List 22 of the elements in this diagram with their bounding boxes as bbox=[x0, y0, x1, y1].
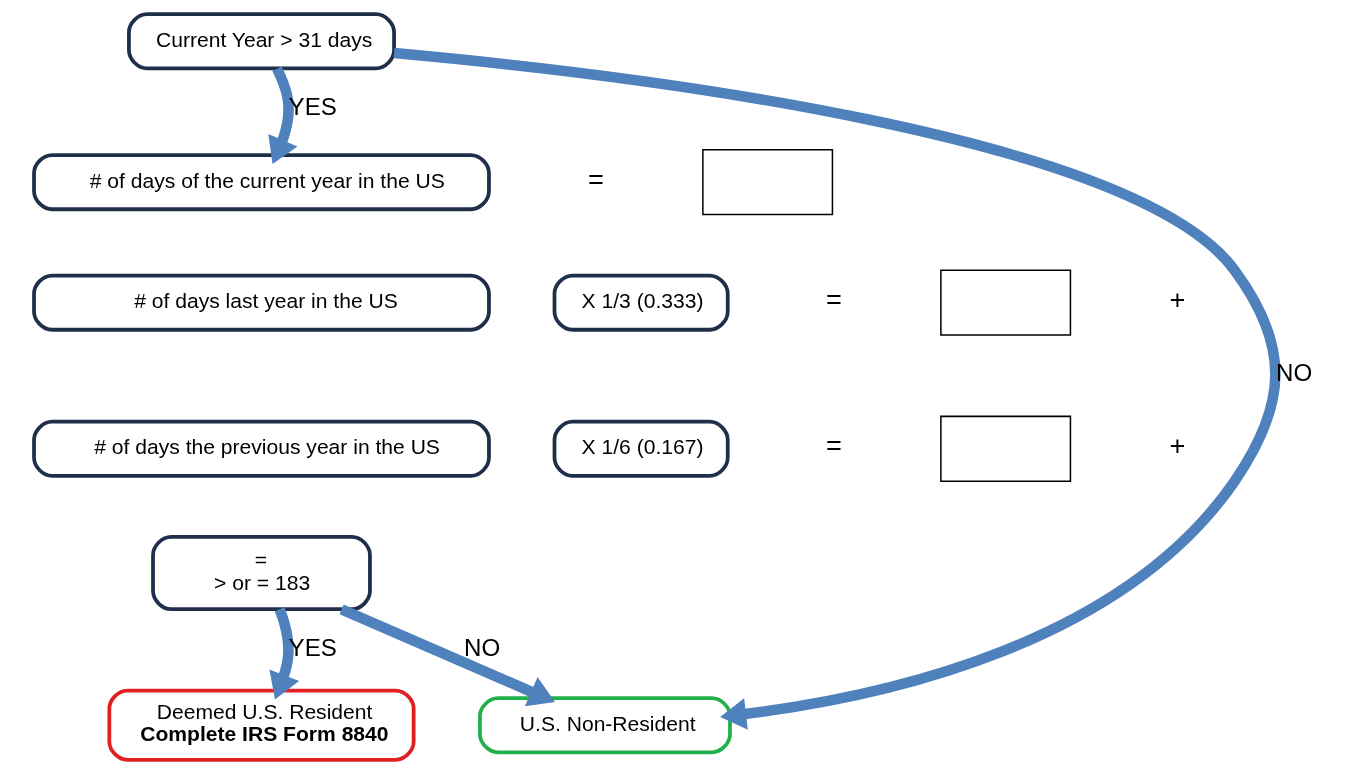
label: = bbox=[826, 284, 842, 316]
node-box: Deemed U.S. Resident Complete IRS Form 8840 bbox=[107, 688, 416, 762]
label: + bbox=[1169, 430, 1186, 462]
arrow bbox=[339, 604, 555, 707]
node-box bbox=[940, 415, 1072, 482]
arrow bbox=[269, 607, 300, 700]
edge-label: NO bbox=[464, 633, 501, 661]
node-box: # of days the previous year in the US bbox=[32, 419, 491, 478]
node-box bbox=[702, 149, 834, 216]
node-box: X 1/3 (0.333) bbox=[552, 273, 730, 332]
node-box: U.S. Non-Resident bbox=[478, 696, 732, 755]
label: + bbox=[1169, 284, 1186, 316]
node-box: # of days of the current year in the US bbox=[32, 153, 491, 212]
arrow bbox=[268, 66, 298, 165]
arrow bbox=[393, 47, 1281, 730]
node-box: = > or = 183 bbox=[151, 535, 372, 612]
node-box bbox=[940, 269, 1072, 336]
node-box: # of days last year in the US bbox=[32, 273, 491, 332]
label: = bbox=[826, 430, 842, 462]
node-box: Current Year > 31 days bbox=[127, 12, 396, 71]
node-box: X 1/6 (0.167) bbox=[552, 419, 730, 478]
label: = bbox=[588, 163, 604, 195]
